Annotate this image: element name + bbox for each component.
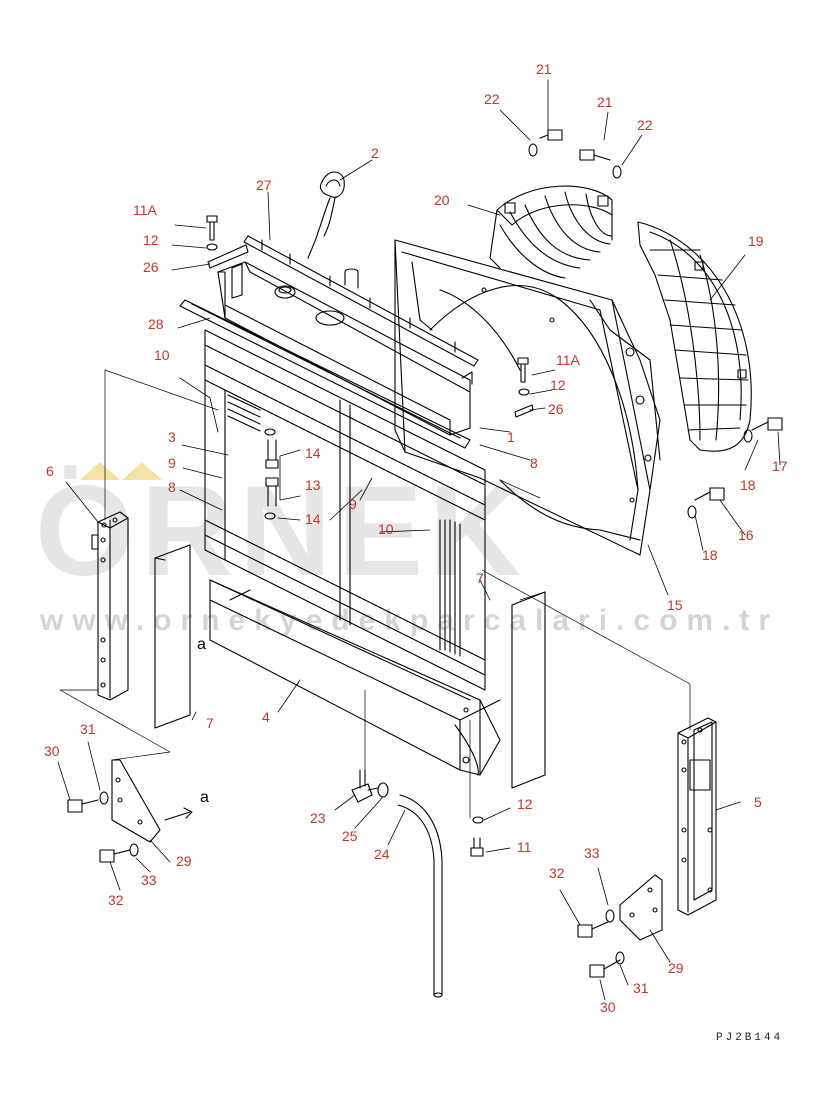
callout-7-left: 7	[206, 715, 214, 731]
drain-elbow	[351, 769, 379, 803]
bolt-11	[470, 837, 484, 857]
bolt-30a	[67, 799, 99, 813]
callout-31-right: 31	[633, 980, 649, 996]
arrow-a	[164, 807, 193, 821]
callout-12-low: 12	[517, 796, 533, 812]
bracket-29-left	[111, 759, 161, 843]
radiator-cap	[307, 171, 345, 259]
bracket-29-right	[619, 874, 663, 941]
callout-11: 11	[517, 839, 532, 855]
bolt-11a-mid	[517, 357, 529, 383]
fan-guard-top	[489, 185, 613, 279]
callout-22-left: 22	[484, 91, 500, 107]
callout-22-right: 22	[637, 117, 653, 133]
bolt-13a	[265, 439, 279, 469]
plate-26-right	[514, 404, 534, 418]
callout-17: 17	[772, 458, 788, 474]
callout-18-bottom: 18	[702, 547, 718, 563]
callout-19: 19	[748, 233, 764, 249]
callout-8-left: 8	[168, 479, 176, 495]
callout-13: 13	[305, 477, 321, 493]
callout-2: 2	[371, 145, 379, 161]
callout-15: 15	[667, 597, 683, 613]
callout-16: 16	[738, 527, 754, 543]
callout-28: 28	[148, 316, 164, 332]
callout-30-right: 30	[600, 999, 616, 1015]
callout-20: 20	[434, 192, 450, 208]
bolt-32b	[577, 921, 609, 938]
bolt-17	[751, 417, 783, 431]
drain-hose	[397, 794, 443, 998]
callout-21-right: 21	[597, 94, 613, 110]
callout-32-left: 32	[108, 892, 124, 908]
bolt-16	[694, 487, 725, 501]
callout-24: 24	[374, 846, 390, 862]
callout-29-right: 29	[668, 960, 684, 976]
letter-a-left: a	[197, 636, 206, 653]
callout-7-center: 7	[476, 570, 484, 586]
callout-33-right: 33	[584, 845, 600, 861]
drawing-code: PJ2B144	[716, 1032, 784, 1044]
callout-3: 3	[168, 429, 176, 445]
callout-8-right: 8	[530, 455, 538, 471]
connecting-lines	[59, 369, 691, 819]
bolt-21b	[579, 149, 611, 161]
hose-clamp	[377, 782, 389, 798]
callout-30-left: 30	[44, 743, 60, 759]
callout-9-left: 9	[168, 455, 176, 471]
callout-10-left: 10	[154, 347, 170, 363]
upper-tank	[217, 261, 473, 436]
callout-26-left: 26	[143, 259, 159, 275]
fan-guard-large	[637, 221, 752, 452]
callout-11a-top: 11A	[133, 202, 157, 218]
callout-25: 25	[342, 828, 358, 844]
side-frame-left	[91, 511, 129, 701]
callout-12-top: 12	[143, 232, 159, 248]
fan-shroud	[394, 239, 661, 556]
callout-21-top: 21	[536, 61, 552, 77]
callout-18-top: 18	[740, 477, 756, 493]
seal-left	[154, 544, 191, 729]
callout-10-right: 10	[378, 521, 394, 537]
callout-11a-mid: 11A	[556, 352, 580, 368]
callout-29-left: 29	[176, 853, 192, 869]
callout-14-bottom: 14	[305, 511, 321, 527]
callout-9-right: 9	[349, 496, 357, 512]
leader-lines	[57, 79, 781, 1001]
callout-33-left: 33	[141, 872, 157, 888]
callout-1: 1	[507, 429, 515, 445]
letter-a-bracket: a	[200, 789, 209, 806]
side-frame-right	[677, 717, 717, 916]
gasket-28	[179, 299, 471, 449]
bolt-32a	[99, 849, 131, 863]
watermark-accent	[80, 462, 162, 480]
callout-23: 23	[310, 810, 326, 826]
callout-14-top: 14	[305, 445, 321, 461]
callout-4: 4	[262, 709, 270, 725]
bolt-21a	[539, 129, 563, 141]
bolt-30b	[589, 959, 621, 978]
callout-5: 5	[754, 794, 762, 810]
washers	[99, 143, 753, 965]
gasket-27	[243, 235, 479, 367]
callout-6: 6	[46, 463, 54, 479]
callout-26-right: 26	[548, 401, 564, 417]
callout-31-left: 31	[80, 721, 96, 737]
bolt-11a-top	[206, 215, 218, 241]
radiator-core	[204, 329, 486, 701]
callout-27: 27	[256, 177, 272, 193]
lower-tank	[209, 579, 501, 776]
bolt-13b	[265, 477, 279, 507]
plate-26-left	[207, 244, 249, 269]
callout-12-mid: 12	[550, 377, 566, 393]
callout-32-right: 32	[549, 865, 565, 881]
seal-right	[511, 591, 546, 789]
